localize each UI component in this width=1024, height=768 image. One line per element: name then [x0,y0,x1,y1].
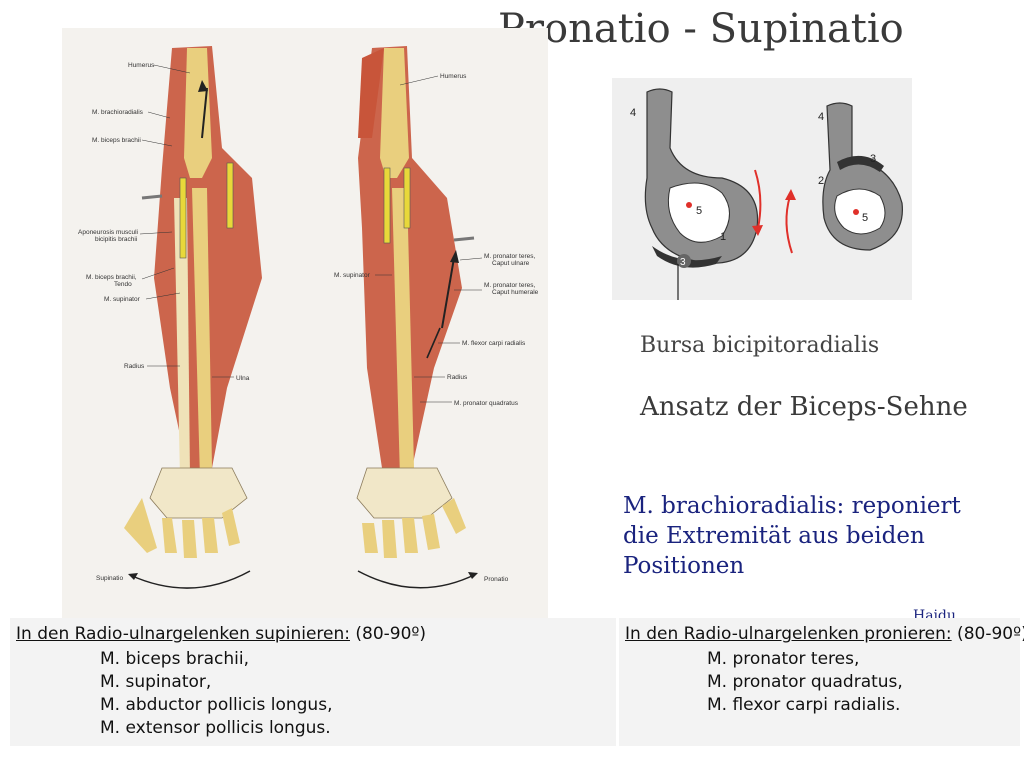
label-pronator-quadratus: M. pronator quadratus [454,400,519,407]
pronation-panel: In den Radio-ulnargelenken pronieren: (8… [619,618,1024,746]
note-line: die Extremität aus beiden [623,523,925,549]
radius-rotation-diagram: 4 5 1 3 4 3 2 5 [612,78,912,323]
num-4-right: 4 [818,111,824,123]
note-line: Positionen [623,553,745,579]
num-3-right: 3 [870,153,876,165]
list-item: M. pronator teres, [707,649,860,669]
forearm-drawing: Humerus M. brachioradialis M. biceps bra… [78,46,539,589]
label-radius-left: Radius [124,363,145,370]
list-item: M. extensor pollicis longus. [100,718,331,738]
label-radius-right: Radius [447,374,468,381]
label-humerus-left: Humerus [128,62,155,69]
label-biceps-tendo-2: Tendo [114,281,132,288]
label-biceps-left: M. biceps brachii [92,137,141,144]
label-aponeurosis-2: bicipitis brachii [95,236,137,243]
bursa-label: Bursa bicipitoradialis [640,333,880,358]
num-5-left: 5 [696,205,702,217]
note-line: M. brachioradialis: reponiert [623,493,961,519]
rotation-drawing: 4 5 1 3 4 3 2 5 [630,88,903,323]
supination-heading-underlined: In den Radio-ulnargelenken supinieren: [16,624,350,644]
label-supinator-right: M. supinator [334,272,371,279]
label-brachioradialis: M. brachioradialis [92,109,144,116]
label-pronator-ulnare-1: M. pronator teres, [484,253,535,260]
pronation-heading: In den Radio-ulnargelenken pronieren: (8… [625,624,1024,644]
pronation-heading-range: (80-90º) [951,624,1024,644]
list-item: M. biceps brachii, [100,649,250,669]
label-ulna: Ulna [236,375,250,382]
num-5-right: 5 [862,212,868,224]
label-pronator-humerale-1: M. pronator teres, [484,282,535,289]
num-4-left: 4 [630,107,636,119]
label-biceps-tendo-1: M. biceps brachii, [86,274,137,281]
supination-heading: In den Radio-ulnargelenken supinieren: (… [16,624,426,644]
list-item: M. abductor pollicis longus, [100,695,333,715]
label-pronator-ulnare-2: Caput ulnare [492,260,530,267]
pronation-muscle-list: M. pronator teres, M. pronator quadratus… [707,648,903,717]
right-arm-pronation [356,46,475,558]
supination-heading-range: (80-90º) [349,624,427,644]
biceps-insertion-label: Ansatz der Biceps-Sehne [640,392,968,422]
num-2-right: 2 [818,175,824,187]
pronation-heading-underlined: In den Radio-ulnargelenken pronieren: [625,624,952,644]
label-supinatio: Supinatio [96,575,123,582]
brachioradialis-note: M. brachioradialis: reponiert die Extrem… [623,491,963,581]
list-item: M. supinator, [100,672,212,692]
label-supinator-left: M. supinator [104,296,141,303]
label-humerus-right: Humerus [440,73,467,80]
num-3-left: 3 [680,257,686,268]
left-arm-supination [124,46,262,558]
num-1-left: 1 [720,231,726,243]
supination-panel: In den Radio-ulnargelenken supinieren: (… [10,618,616,746]
slide-title: Pronatio - Supinatio [498,6,904,52]
list-item: M. flexor carpi radialis. [707,695,901,715]
label-aponeurosis-1: Aponeurosis musculi [78,229,138,236]
label-pronatio: Pronatio [484,576,509,583]
label-flexor-carpi: M. flexor carpi radialis [462,340,526,347]
label-pronator-humerale-2: Caput humerale [492,289,539,296]
supination-muscle-list: M. biceps brachii, M. supinator, M. abdu… [100,648,332,740]
forearm-illustration: Humerus M. brachioradialis M. biceps bra… [62,28,548,618]
list-item: M. pronator quadratus, [707,672,903,692]
